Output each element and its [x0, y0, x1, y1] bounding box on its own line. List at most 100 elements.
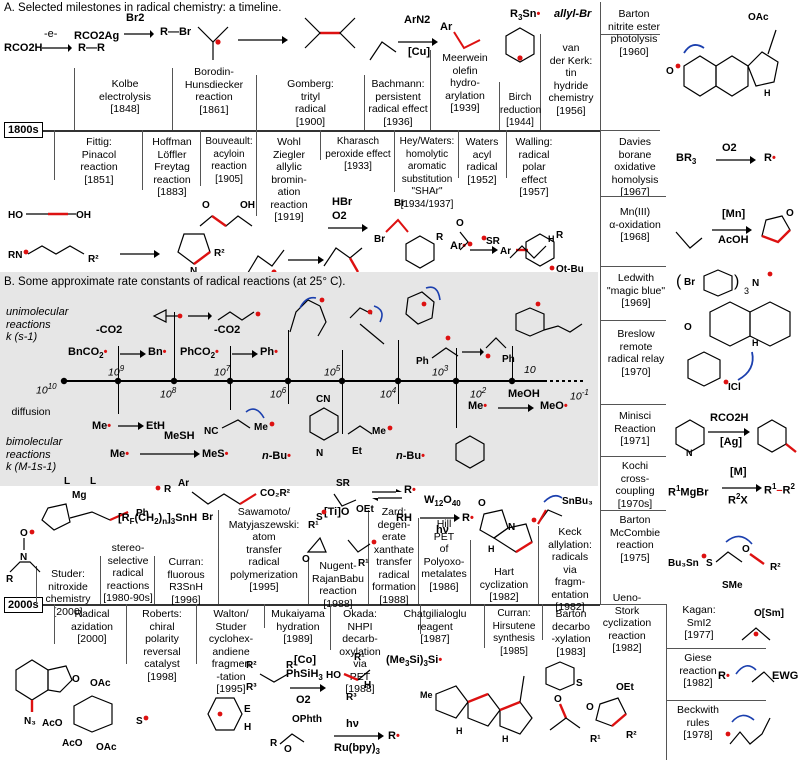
svg-text:H: H	[456, 726, 463, 736]
svg-text:AcO: AcO	[42, 718, 63, 729]
svg-text:OAc: OAc	[748, 12, 769, 23]
sep	[288, 330, 290, 380]
sep	[538, 526, 540, 604]
svg-text:HO: HO	[326, 670, 341, 681]
mukaiyama-arrow	[290, 684, 326, 692]
svg-text:R¹: R¹	[308, 520, 319, 531]
breslow-steroid-icon: O ICl H	[684, 301, 791, 393]
acyl-radical-icon: O SR	[456, 218, 501, 251]
section-a-title: A. Selected milestones in radical chemis…	[4, 2, 282, 14]
hart-pyrrolizidinone-icon: O N H	[478, 498, 533, 554]
milestone-kochi: Kochi cross- coupling [1970s]	[615, 460, 655, 510]
mes-arrow	[140, 450, 200, 458]
svg-text:R³: R³	[346, 692, 357, 703]
sep	[174, 312, 176, 380]
svg-text:N: N	[316, 448, 323, 459]
ewg-label: EWG	[772, 670, 799, 682]
tick-10-3: 103	[432, 364, 449, 379]
m-label: [M]	[730, 466, 747, 478]
sep	[200, 130, 202, 186]
milestone-hart: Hart cyclization [1982]	[479, 566, 529, 603]
bn-arrow	[120, 350, 146, 358]
sep	[100, 556, 102, 604]
svg-text:Ph: Ph	[136, 508, 149, 519]
keck-allylation-icon: SnBu₃	[531, 494, 593, 525]
milestone-breslow: Breslow remote radical relay [1970]	[607, 328, 665, 378]
timeline-1800s-line	[4, 130, 600, 132]
co2-loss-1: -CO2	[96, 324, 123, 336]
svg-text:R¹: R¹	[358, 558, 369, 569]
rco2ag-label: RCO2Ag	[74, 30, 120, 42]
xanthate-zard-icon: SR S OEt	[316, 478, 374, 523]
arn2-label: ArN2	[404, 14, 431, 26]
svg-text:O: O	[456, 218, 464, 229]
milestone-kagan: Kagan: SmI2 [1977]	[682, 604, 716, 641]
sep	[600, 456, 666, 458]
br2-label: Br2	[126, 12, 145, 24]
svg-text:O: O	[786, 208, 794, 219]
svg-text:S: S	[316, 512, 323, 523]
tick-10-7: 107	[214, 364, 231, 379]
svg-text:R²: R²	[214, 248, 225, 259]
ueno-stork-icon: OEt O R¹ R²	[586, 682, 637, 745]
milestone-beckwith: Beckwith rules [1978]	[676, 704, 719, 741]
olefin-icon	[369, 41, 397, 61]
unimolecular-label: unimolecular reactions k (s-1)	[6, 306, 69, 343]
milestone-atrp: Sawamoto/ Matyjaszewski: atom transfer r…	[228, 506, 300, 593]
ph-arrow	[232, 350, 258, 358]
rate-axis-ticks	[60, 377, 516, 385]
alkene-icon	[675, 231, 703, 249]
alkylpyridine-icon	[757, 419, 797, 453]
bnco2-label: BnCO2•	[68, 346, 108, 361]
bn-label: Bn•	[148, 346, 167, 358]
r3sn-label: R3Sn•	[510, 8, 541, 23]
svg-text:Mg: Mg	[72, 490, 86, 501]
svg-text:R: R	[6, 574, 14, 585]
svg-text:Ph: Ph	[416, 356, 429, 367]
r1mgbr-label: R1MgBr	[668, 484, 709, 499]
nhpi-ester-icon: OPhth R O	[270, 714, 322, 755]
nbu-dot-2: n-Bu•	[396, 450, 425, 462]
me-dot-3: Me•	[468, 400, 488, 412]
svg-text:CN: CN	[316, 394, 330, 405]
svg-text:O: O	[302, 554, 310, 565]
svg-text:H: H	[488, 544, 495, 554]
alkynyl-radical-icon	[349, 305, 385, 345]
svg-text:OH: OH	[240, 200, 255, 211]
tick-10-4: 104	[380, 386, 397, 401]
nitroxide-icon: O N R	[6, 528, 41, 585]
svg-text:R¹: R¹	[354, 652, 365, 663]
sep	[456, 348, 458, 380]
oxazolidinone-mg-icon: L L Mg Ph R	[41, 476, 172, 531]
me3si-label: (Me3Si)3Si•	[386, 654, 443, 669]
equilibrium-arrows	[372, 489, 402, 501]
svg-text:H: H	[502, 734, 509, 744]
milestone-hey-waters: Hey/Waters: homolytic aromatic substitut…	[399, 136, 455, 210]
sep	[484, 604, 486, 648]
hlf-amine-icon: RN R²	[8, 245, 99, 265]
co-label: [Co]	[294, 654, 316, 666]
milestone-gomberg: Gomberg: trityl radical [1900]	[287, 78, 334, 128]
rco2h-label: RCO2H	[4, 42, 43, 54]
sep	[394, 130, 396, 192]
pyrrolidine-icon: N R²	[177, 233, 225, 277]
okada-arrow	[334, 732, 384, 740]
svg-text:S: S	[576, 678, 583, 689]
svg-text:O: O	[202, 200, 210, 211]
sep	[364, 75, 366, 130]
cyclohexadiene-icon: E H	[207, 697, 251, 733]
svg-text:H: H	[244, 722, 251, 733]
milestone-barton-nitrite: Barton nitrite ester photolysis [1960]	[608, 8, 660, 58]
milestone-zard: Zard: degen- erate xanthate transfer rad…	[372, 506, 416, 606]
milestone-walling: Walling: radical polar effect [1957]	[515, 136, 553, 198]
r-dot-giese: R•	[718, 670, 730, 682]
sep	[218, 510, 220, 604]
sep	[118, 380, 120, 414]
meo-label: MeO•	[540, 400, 568, 412]
tick-10-m1: 10-1	[570, 388, 589, 403]
milestone-birch: Birch reduction [1944]	[500, 92, 542, 128]
milestone-stereoselective: stereo- selective radical reactions [198…	[103, 542, 153, 604]
svg-text:NC: NC	[204, 426, 218, 437]
sep	[74, 68, 76, 130]
hv-okada: hν	[346, 718, 359, 730]
